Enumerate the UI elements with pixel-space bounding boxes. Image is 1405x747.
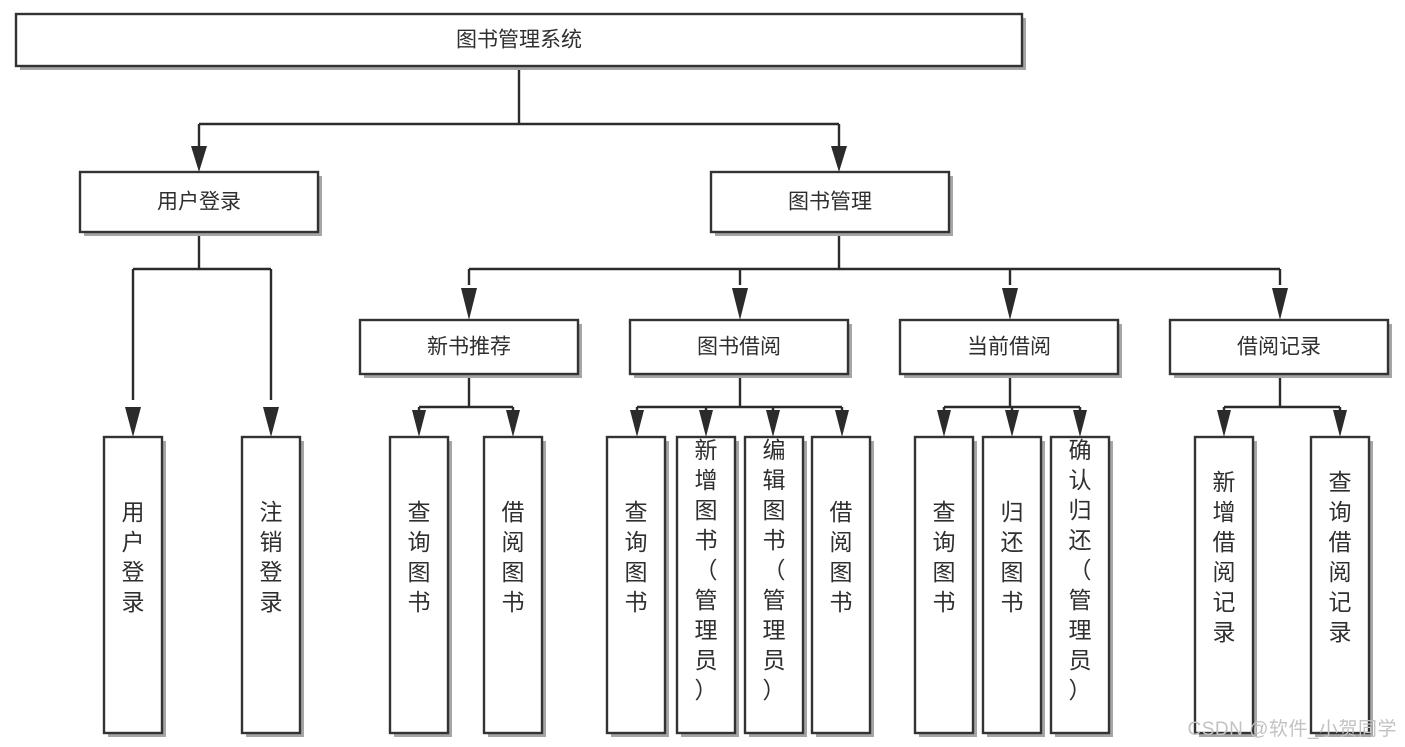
node-current-borrow-box[interactable]	[898, 318, 1120, 376]
leaf-label: 查询图书	[933, 499, 956, 615]
node-borrow-record-label: 借阅记录	[1237, 336, 1321, 359]
node-book-management-label: 图书管理	[788, 191, 872, 214]
arrow-head-bb-leaf-1	[630, 410, 644, 437]
connectors-group	[125, 66, 1347, 437]
node-current-borrow[interactable]: 当前借阅	[898, 318, 1122, 378]
leaf-label: 新增借阅记录	[1213, 469, 1236, 645]
leaf-box[interactable]	[102, 435, 164, 735]
leaf-label: 借阅图书	[830, 499, 853, 615]
arrow-head-nb-leaf-1	[412, 410, 426, 437]
node-borrow-record-box[interactable]	[1168, 318, 1390, 376]
arrow-head-br-leaf-2	[1333, 410, 1347, 437]
leaf-current-borrow-query[interactable]: 查询图书	[913, 435, 977, 737]
node-root-box[interactable]	[14, 12, 1024, 68]
arrow-head-leaf-user-login	[125, 407, 141, 437]
leaf-box[interactable]	[1193, 435, 1255, 735]
leaf-current-borrow-confirm[interactable]: 确认归还（管理员）	[1049, 435, 1113, 737]
leaf-borrow-record-query[interactable]: 查询借阅记录	[1309, 435, 1373, 737]
leaf-box[interactable]	[482, 435, 544, 735]
leaf-box[interactable]	[675, 435, 737, 735]
leaf-borrow-record-add[interactable]: 新增借阅记录	[1193, 435, 1257, 737]
leaf-box[interactable]	[1049, 435, 1111, 735]
arrow-head-bb-leaf-2	[699, 410, 713, 437]
node-book-management-box[interactable]	[709, 170, 951, 234]
csdn-watermark: CSDN @软件_小贺同学	[1187, 719, 1397, 740]
arrow-head-bb-leaf-3	[766, 410, 780, 437]
leaf-new-book-borrow[interactable]: 借阅图书	[482, 435, 546, 737]
node-book-borrow-label: 图书借阅	[697, 336, 781, 359]
leaf-box[interactable]	[981, 435, 1043, 735]
leaf-box[interactable]	[605, 435, 667, 735]
node-borrow-record[interactable]: 借阅记录	[1168, 318, 1392, 378]
leaf-label: 查询借阅记录	[1329, 469, 1352, 645]
leaf-label: 注销登录	[260, 499, 283, 615]
leaf-box[interactable]	[1309, 435, 1371, 735]
leaf-box[interactable]	[743, 435, 805, 735]
node-book-borrow-box[interactable]	[628, 318, 850, 376]
leaf-label: 新增图书（管理员）	[695, 437, 718, 703]
arrow-head-cb-leaf-1	[937, 410, 951, 437]
node-user-login[interactable]: 用户登录	[78, 170, 322, 236]
node-root[interactable]: 图书管理系统	[14, 12, 1026, 70]
leaf-book-borrow-borrow[interactable]: 借阅图书	[810, 435, 874, 737]
node-new-book-recommend-label: 新书推荐	[427, 336, 511, 359]
node-current-borrow-label: 当前借阅	[967, 336, 1051, 359]
leaf-book-borrow-add[interactable]: 新增图书（管理员）	[675, 435, 739, 737]
leaf-label: 用户登录	[122, 499, 145, 615]
arrow-head-br-leaf-1	[1217, 410, 1231, 437]
leaf-current-borrow-return[interactable]: 归还图书	[981, 435, 1045, 737]
leaf-box[interactable]	[388, 435, 450, 735]
node-new-book-recommend-box[interactable]	[358, 318, 580, 376]
leaf-label: 确认归还（管理员）	[1069, 437, 1092, 703]
leaf-user-login-login[interactable]: 用户登录	[102, 435, 166, 737]
arrow-head-book-mgmt	[831, 146, 847, 172]
node-user-login-label: 用户登录	[157, 191, 241, 214]
leaf-label: 查询图书	[408, 499, 431, 615]
node-book-management[interactable]: 图书管理	[709, 170, 953, 236]
node-book-borrow[interactable]: 图书借阅	[628, 318, 852, 378]
arrow-head-user-login	[191, 146, 207, 172]
node-new-book-recommend[interactable]: 新书推荐	[358, 318, 582, 378]
leaf-new-book-query[interactable]: 查询图书	[388, 435, 452, 737]
arrow-head-book-borrow	[732, 288, 748, 320]
arrow-head-cb-leaf-3	[1073, 410, 1087, 437]
leaf-label: 借阅图书	[502, 499, 525, 615]
arrow-head-bb-leaf-4	[835, 410, 849, 437]
leaf-box[interactable]	[240, 435, 302, 735]
arrow-head-leaf-logout	[263, 407, 279, 437]
arrow-head-borrow-record	[1272, 288, 1288, 320]
leaf-user-login-logout[interactable]: 注销登录	[240, 435, 304, 737]
leaf-book-borrow-edit[interactable]: 编辑图书（管理员）	[743, 435, 807, 737]
leaf-label: 查询图书	[625, 499, 648, 615]
arrow-head-current-borrow	[1002, 288, 1018, 320]
arrow-head-new-book-recommend	[461, 288, 477, 320]
arrow-head-cb-leaf-2	[1005, 410, 1019, 437]
leaf-label: 编辑图书（管理员）	[763, 437, 786, 703]
leaf-book-borrow-query[interactable]: 查询图书	[605, 435, 669, 737]
leaf-box[interactable]	[810, 435, 872, 735]
arrow-head-nb-leaf-2	[506, 410, 520, 437]
node-root-label: 图书管理系统	[456, 29, 582, 52]
leaf-box[interactable]	[913, 435, 975, 735]
leaf-label: 归还图书	[1001, 499, 1024, 615]
node-user-login-box[interactable]	[78, 170, 320, 234]
